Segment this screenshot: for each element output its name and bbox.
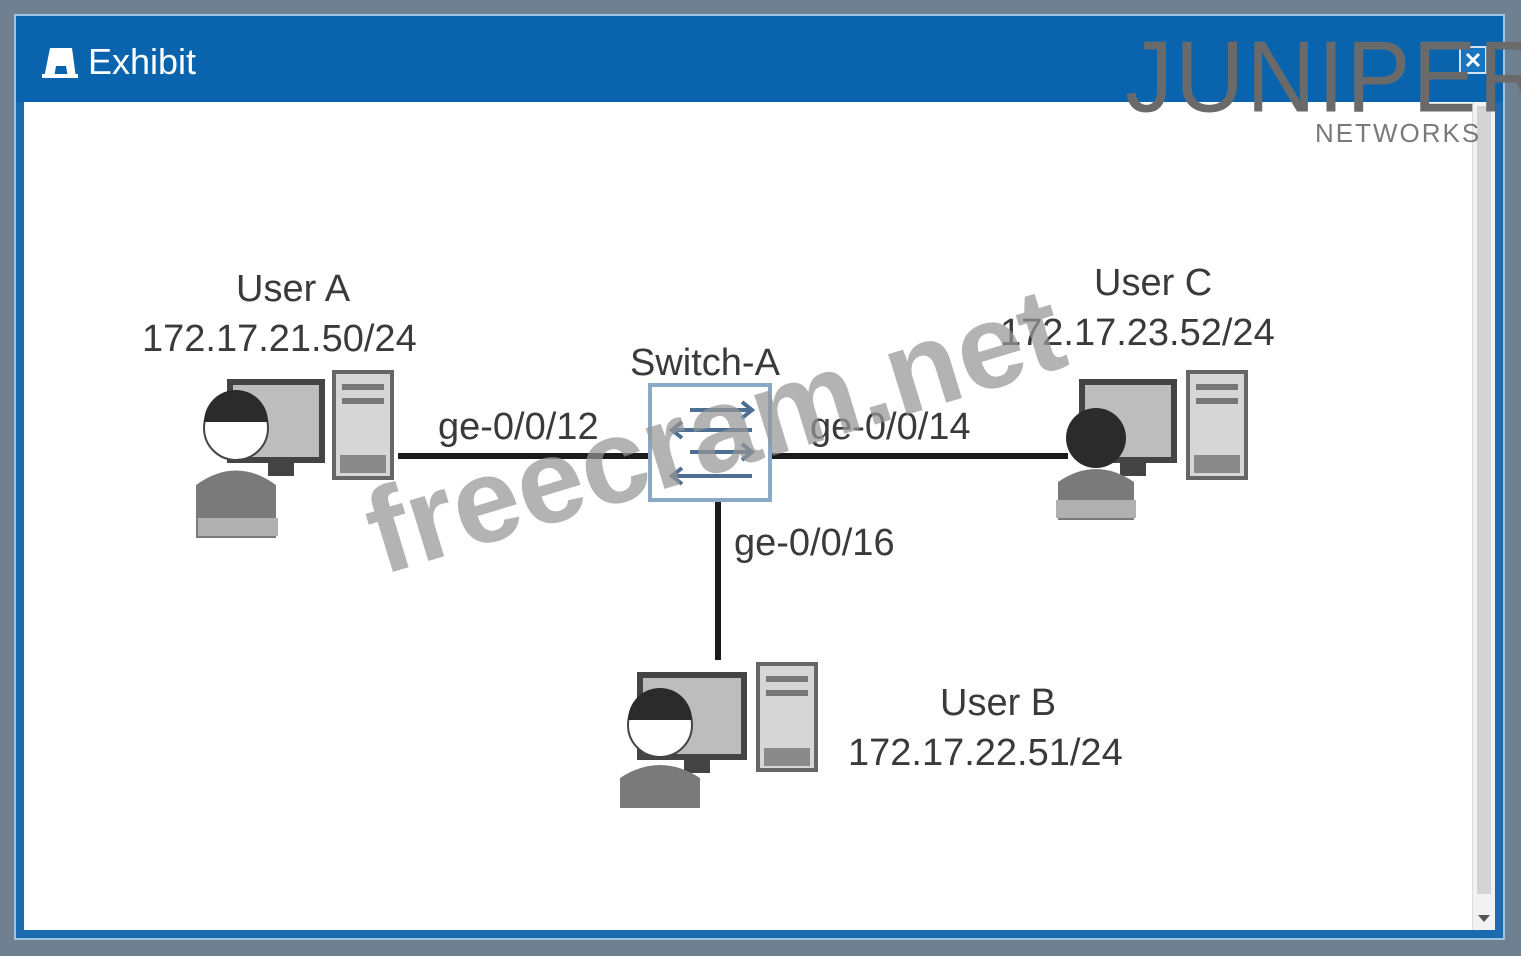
switch-icon xyxy=(648,383,772,502)
port-label-ge-0-0-12: ge-0/0/12 xyxy=(438,406,599,448)
user-a-ip: 172.17.21.50/24 xyxy=(142,318,417,360)
window-title: Exhibit xyxy=(88,41,197,82)
exhibit-window: Exhibit xyxy=(14,14,1505,940)
scrollbar-thumb[interactable] xyxy=(1477,106,1491,894)
switch-name: Switch-A xyxy=(630,342,780,384)
close-icon xyxy=(1465,52,1481,68)
user-b-name: User B xyxy=(940,682,1057,724)
user-a-workstation-icon xyxy=(196,370,394,538)
close-button[interactable] xyxy=(1459,46,1487,74)
user-a-name: User A xyxy=(236,268,351,310)
scroll-down-arrow-icon[interactable] xyxy=(1478,915,1490,922)
title-bar: Exhibit xyxy=(16,16,1503,102)
vertical-scrollbar[interactable] xyxy=(1472,102,1495,930)
user-c-ip: 172.17.23.52/24 xyxy=(1000,312,1275,354)
user-c-workstation-icon xyxy=(1056,370,1248,520)
exhibit-icon xyxy=(42,48,78,78)
exhibit-content xyxy=(24,102,1495,930)
port-label-ge-0-0-16: ge-0/0/16 xyxy=(734,522,895,564)
juniper-logo-text: JUNIPER xyxy=(1125,21,1521,134)
port-label-ge-0-0-14: ge-0/0/14 xyxy=(810,406,971,448)
user-c-name: User C xyxy=(1094,262,1213,304)
user-b-workstation-icon xyxy=(620,662,818,808)
juniper-logo-subtext: NETWORKS xyxy=(1315,118,1482,148)
user-b-ip: 172.17.22.51/24 xyxy=(848,732,1123,774)
